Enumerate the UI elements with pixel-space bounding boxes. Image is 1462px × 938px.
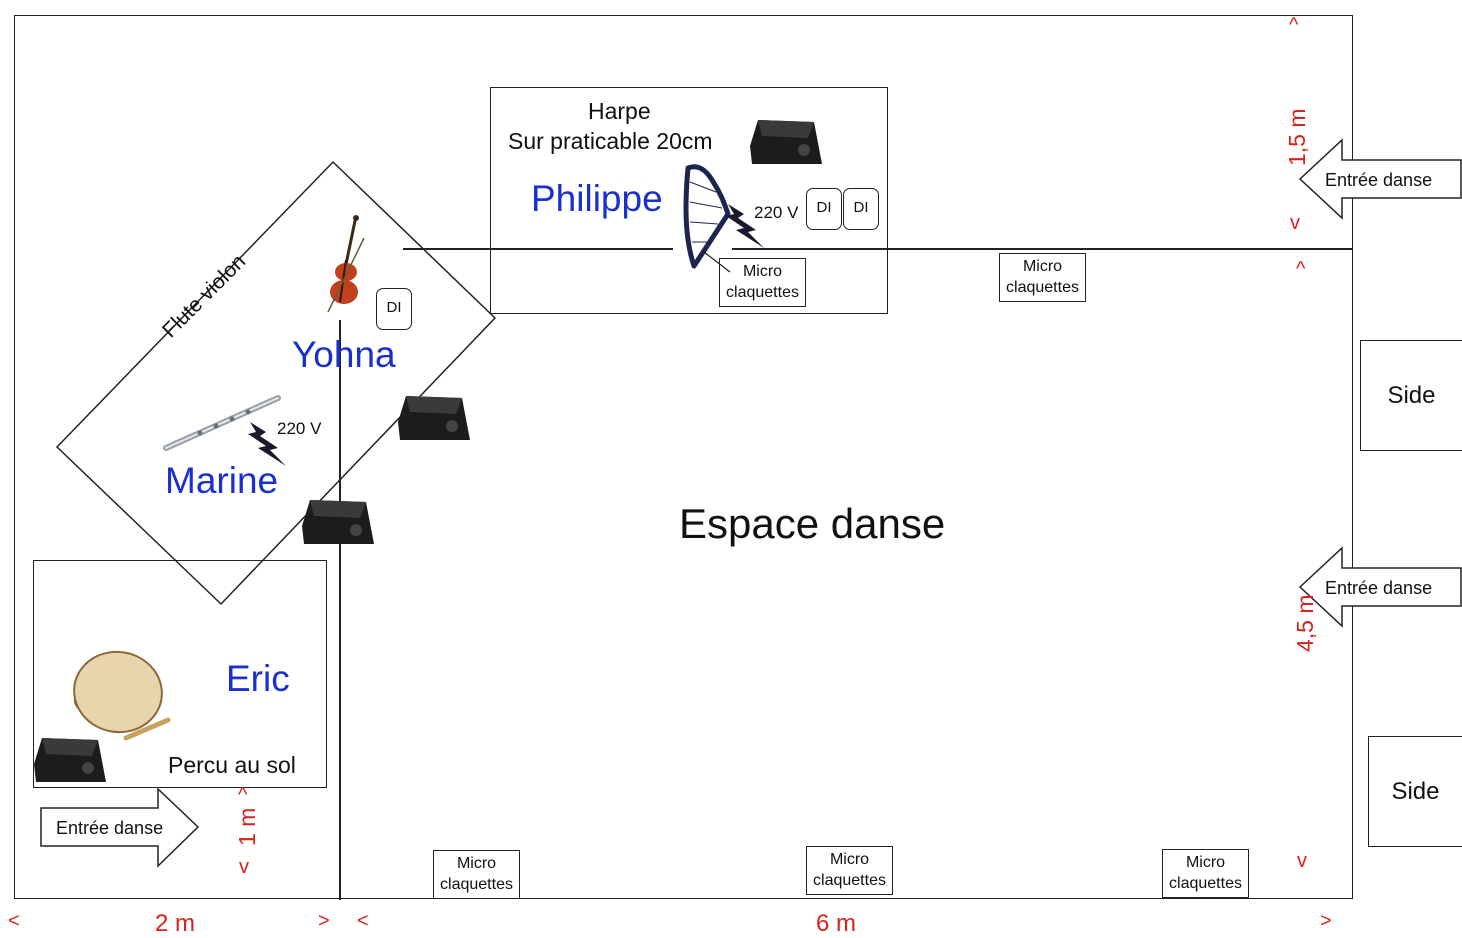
frame-drum-icon	[73, 650, 171, 741]
dim-arrow-up: ^	[1296, 258, 1306, 280]
percussion-note: Percu au sol	[168, 752, 296, 778]
percussion-area	[33, 560, 327, 788]
flute-icon	[163, 395, 281, 451]
dim-depth-right: 4,5 m	[1292, 594, 1318, 652]
musician-philippe: Philippe	[531, 178, 663, 219]
entrance-arrow-mid-right	[1298, 546, 1462, 628]
dim-arrow-down: v	[1297, 850, 1307, 872]
entrance-label-bottom-left: Entrée danse	[56, 818, 164, 838]
dim-width-left: 2 m	[155, 910, 196, 937]
lightning-icon	[726, 204, 764, 248]
dim-arrow-up: ^	[238, 784, 248, 806]
stage-outline	[14, 15, 1353, 899]
di-box-harp-2: DI	[843, 188, 879, 230]
micro-claquettes-harp: Micro claquettes	[719, 258, 806, 307]
di-box-violin: DI	[376, 288, 412, 330]
musician-marine: Marine	[165, 460, 279, 501]
micro-claquettes-bottom-left: Micro claquettes	[433, 850, 520, 899]
dim-depth-top: 1,5 m	[1284, 108, 1310, 166]
entrance-label-top-right: Entrée danse	[1325, 170, 1433, 190]
lightning-icon	[248, 422, 286, 466]
monitor-speaker-icon	[302, 500, 374, 544]
dim-arrow-left: <	[8, 910, 20, 932]
side-box-lower: Side	[1368, 736, 1462, 847]
micro-claquettes-right-top: Micro claquettes	[999, 253, 1086, 302]
monitor-speaker-icon	[34, 738, 106, 782]
dim-arrow-up: ^	[1289, 14, 1299, 36]
dim-arrow-right: >	[318, 910, 330, 932]
harp-power: 220 V	[754, 203, 799, 222]
dim-arrow-down: v	[239, 856, 249, 878]
micro-claquettes-bottom-center: Micro claquettes	[806, 846, 893, 895]
top-zone-divider	[403, 248, 673, 250]
harp-platform	[490, 87, 888, 314]
dim-arrow-down: v	[1290, 212, 1300, 234]
musician-eric: Eric	[226, 658, 290, 699]
entrance-label-mid-right: Entrée danse	[1325, 578, 1433, 598]
top-zone-divider-right	[732, 248, 1353, 250]
harp-subtitle: Sur praticable 20cm	[508, 128, 713, 154]
harp-icon	[683, 164, 731, 269]
left-zone-divider	[339, 320, 341, 900]
monitor-speaker-icon	[398, 396, 470, 440]
musician-yohna: Yohna	[292, 334, 396, 375]
dance-space-label: Espace danse	[679, 500, 946, 547]
entrance-arrow-bottom-left	[40, 787, 200, 868]
micro-claquettes-bottom-right: Micro claquettes	[1162, 849, 1249, 898]
harp-title: Harpe	[588, 98, 651, 124]
dim-arrow-left: <	[357, 910, 369, 932]
dim-arrow-right: >	[1320, 910, 1332, 932]
di-box-harp-1: DI	[806, 188, 842, 230]
dim-width-right: 6 m	[816, 910, 857, 937]
monitor-speaker-icon	[750, 120, 822, 164]
violin-icon	[327, 215, 365, 313]
side-box-upper: Side	[1360, 340, 1462, 451]
entrance-arrow-top-right	[1298, 138, 1462, 220]
dim-depth-left: 1 m	[234, 807, 260, 846]
flute-power: 220 V	[277, 419, 322, 438]
